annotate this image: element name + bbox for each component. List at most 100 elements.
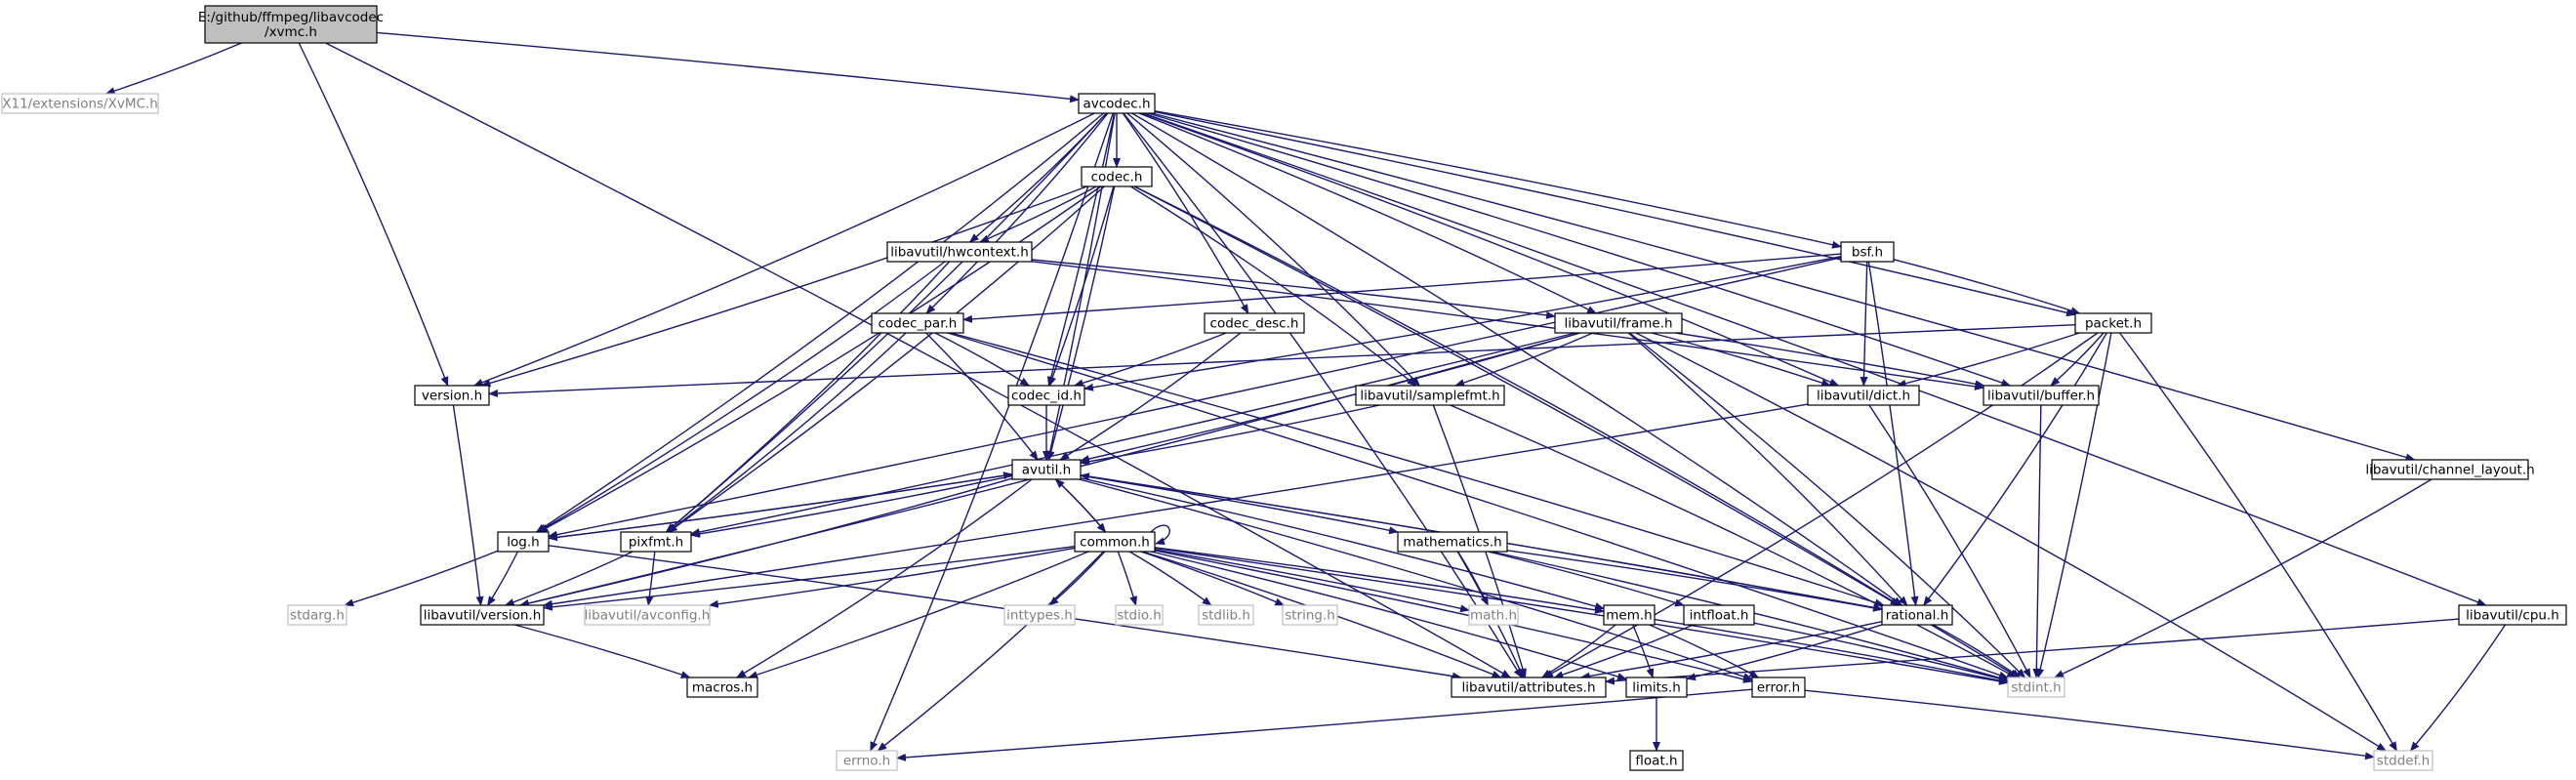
edge-log-to-lavu_version: [487, 551, 519, 606]
node-label-float: float.h: [1635, 754, 1677, 769]
node-stdint[interactable]: stdint.h: [2007, 677, 2065, 698]
edge-avutil-to-mem: [1080, 477, 1605, 610]
edge-codec-to-samplefmt: [1129, 185, 1417, 387]
node-box-dict: [1807, 385, 1920, 406]
edge-common-to-string: [1140, 551, 1286, 606]
edge-codec-to-pixfmt: [667, 185, 1105, 533]
edge-common-to-math: [1154, 549, 1470, 613]
node-pixfmt[interactable]: pixfmt.h: [620, 531, 692, 553]
edge-bsf-to-dict: [1860, 261, 1868, 387]
node-stdio[interactable]: stdio.h: [1115, 604, 1164, 626]
node-box-string: [1282, 604, 1338, 626]
node-samplefmt[interactable]: libavutil/samplefmt.h: [1355, 385, 1505, 406]
node-box-mem: [1603, 604, 1656, 626]
node-avcodec[interactable]: avcodec.h: [1078, 93, 1156, 114]
node-label-stdint: stdint.h: [2011, 680, 2061, 696]
edge-codec_par-to-stdint: [947, 332, 2009, 679]
node-box-xvmc_ext: [1, 93, 159, 114]
node-version[interactable]: version.h: [414, 385, 490, 406]
node-label-attributes: libavutil/attributes.h: [1462, 680, 1596, 696]
node-codec_par[interactable]: codec_par.h: [871, 312, 964, 334]
node-root[interactable]: E:/github/ffmpeg/libavcodec/xvmc.h: [198, 5, 384, 44]
node-label-xvmc_ext: X11/extensions/XvMC.h: [2, 97, 158, 112]
node-mathematics[interactable]: mathematics.h: [1397, 531, 1508, 553]
node-label-bsf: bsf.h: [1852, 245, 1883, 261]
edge-avcodec-to-buffer: [1147, 112, 2012, 387]
edge-avcodec-to-log: [535, 112, 1104, 533]
node-box-lavu_version: [420, 604, 545, 626]
node-math[interactable]: math.h: [1468, 604, 1519, 626]
node-codec_desc[interactable]: codec_desc.h: [1204, 312, 1305, 334]
node-attributes[interactable]: libavutil/attributes.h: [1451, 677, 1607, 698]
node-label-errno: errno.h: [843, 754, 890, 769]
node-macros[interactable]: macros.h: [686, 677, 758, 698]
edge-common-to-common: [1150, 524, 1170, 546]
node-box-inttypes: [1003, 604, 1076, 626]
node-codec_id[interactable]: codec_id.h: [1007, 385, 1085, 406]
edge-frame-to-stdint: [1629, 332, 2026, 678]
node-mem[interactable]: mem.h: [1603, 604, 1656, 626]
node-cpu[interactable]: libavutil/cpu.h: [2458, 604, 2567, 626]
node-box-cpu: [2458, 604, 2567, 626]
node-string[interactable]: string.h: [1282, 604, 1338, 626]
edge-channel_layout-to-stdint: [2054, 478, 2433, 678]
edge-codec_desc-to-codec_id: [1073, 332, 1227, 388]
node-error[interactable]: error.h: [1751, 677, 1806, 698]
node-frame[interactable]: libavutil/frame.h: [1554, 312, 1683, 334]
node-limits[interactable]: limits.h: [1625, 677, 1688, 698]
edge-hwcontext-to-buffer: [1031, 261, 1984, 390]
node-avconfig[interactable]: libavutil/avconfig.h: [584, 604, 711, 626]
edge-error-to-stddef: [1804, 689, 2375, 760]
node-box-limits: [1625, 677, 1688, 698]
edge-root-to-xvmc_ext: [104, 42, 242, 95]
edge-common-to-avutil: [1054, 478, 1107, 533]
node-label-stdio: stdio.h: [1117, 608, 1162, 624]
node-label-macros: macros.h: [692, 680, 753, 696]
edge-codec-to-version: [480, 185, 1087, 388]
node-box-mathematics: [1397, 531, 1508, 553]
node-xvmc_ext[interactable]: X11/extensions/XvMC.h: [1, 93, 159, 114]
node-label-dict: libavutil/dict.h: [1817, 389, 1910, 404]
edge-pixfmt-to-avconfig: [645, 551, 656, 606]
node-label-rational: rational.h: [1886, 608, 1949, 624]
edge-avutil-to-mathematics: [1080, 474, 1399, 535]
node-label-limits: limits.h: [1632, 680, 1681, 696]
node-bsf[interactable]: bsf.h: [1840, 241, 1895, 263]
edge-common-to-errno: [877, 551, 1105, 752]
edge-common-to-stdint: [1154, 547, 2009, 685]
edge-avcodec-to-dict: [1141, 112, 1840, 387]
edge-avcodec-to-codec_id: [1046, 112, 1116, 387]
node-channel_layout[interactable]: libavutil/channel_layout.h: [2365, 459, 2535, 480]
node-packet[interactable]: packet.h: [2074, 312, 2152, 334]
node-box-codec: [1081, 166, 1153, 187]
edge-common-to-stdio: [1117, 551, 1137, 606]
node-float[interactable]: float.h: [1629, 750, 1684, 771]
node-hwcontext[interactable]: libavutil/hwcontext.h: [886, 241, 1033, 263]
node-errno[interactable]: errno.h: [836, 750, 898, 771]
node-lavu_version[interactable]: libavutil/version.h: [420, 604, 545, 626]
node-box-channel_layout: [2371, 459, 2529, 480]
node-dict[interactable]: libavutil/dict.h: [1807, 385, 1920, 406]
edge-intfloat-to-stdint: [1753, 622, 2009, 683]
node-box-codec_par: [871, 312, 964, 334]
node-box-avcodec: [1078, 93, 1156, 114]
node-label-root-line2: /xvmc.h: [265, 24, 317, 40]
node-common[interactable]: common.h: [1074, 531, 1156, 553]
node-avutil[interactable]: avutil.h: [1011, 459, 1082, 480]
node-inttypes[interactable]: inttypes.h: [1003, 604, 1076, 626]
node-rational[interactable]: rational.h: [1881, 604, 1953, 626]
edge-samplefmt-to-avutil: [1080, 404, 1380, 466]
node-stddef[interactable]: stddef.h: [2373, 750, 2433, 771]
node-buffer[interactable]: libavutil/buffer.h: [1983, 385, 2100, 406]
node-label-string: string.h: [1285, 608, 1335, 624]
node-log[interactable]: log.h: [497, 531, 550, 553]
node-codec[interactable]: codec.h: [1081, 166, 1153, 187]
edge-hwcontext-to-frame: [1031, 259, 1556, 319]
edge-hwcontext-to-log: [537, 261, 946, 533]
node-intfloat[interactable]: intfloat.h: [1683, 604, 1755, 626]
node-stdarg[interactable]: stdarg.h: [287, 604, 348, 626]
edge-avcodec-to-bsf: [1154, 110, 1842, 249]
edge-common-to-lavu_version: [543, 546, 1076, 611]
node-label-stdlib: stdlib.h: [1202, 608, 1250, 624]
node-stdlib[interactable]: stdlib.h: [1198, 604, 1254, 626]
